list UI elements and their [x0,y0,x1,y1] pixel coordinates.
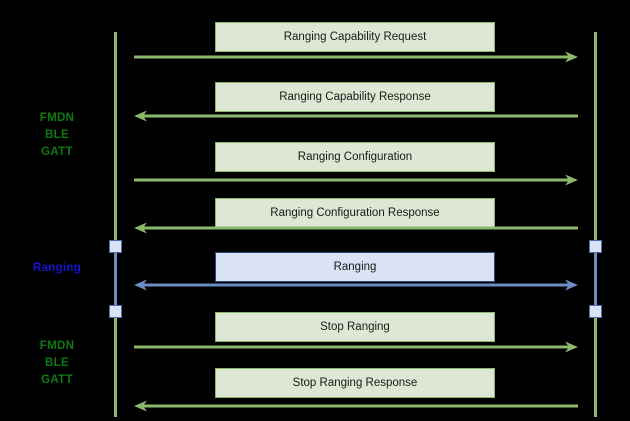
activation-left-end-marker [108,305,122,318]
msg-ranging-configuration-box[interactable]: Ranging Configuration [215,142,495,172]
msg-ranging-configuration-response-box[interactable]: Ranging Configuration Response [215,198,495,228]
phase-label-middle: Ranging [32,262,82,274]
msg-ranging-capability-response-box[interactable]: Ranging Capability Response [215,82,495,112]
phase-label-bottom: FMDN BLE GATT [39,340,75,386]
msg-ranging-capability-response-label: Ranging Capability Response [279,91,431,103]
activation-left-start-marker [108,240,122,253]
msg-ranging-capability-response-arrow [134,110,578,122]
activation-right-end-marker [588,305,602,318]
msg-ranging-box[interactable]: Ranging [215,252,495,282]
msg-stop-ranging-arrow [134,341,578,353]
activation-left-bar [114,240,117,318]
activation-right-bar [594,240,597,318]
msg-ranging-capability-request-label: Ranging Capability Request [283,31,427,43]
msg-ranging-configuration-label: Ranging Configuration [297,151,413,163]
phase-label-top: FMDN BLE GATT [39,112,75,158]
msg-ranging-arrow [134,279,578,291]
msg-stop-ranging-response-label: Stop Ranging Response [292,377,418,389]
msg-ranging-configuration-arrow [134,174,578,186]
msg-ranging-configuration-response-label: Ranging Configuration Response [270,207,440,219]
left-lifeline [114,32,117,417]
msg-stop-ranging-label: Stop Ranging [320,321,390,333]
msg-ranging-label: Ranging [333,261,377,273]
right-lifeline [594,32,597,417]
msg-stop-ranging-box[interactable]: Stop Ranging [215,312,495,342]
activation-right-start-marker [588,240,602,253]
msg-ranging-capability-request-box[interactable]: Ranging Capability Request [215,22,495,52]
msg-stop-ranging-response-box[interactable]: Stop Ranging Response [215,368,495,398]
msg-ranging-configuration-response-arrow [134,222,578,234]
msg-ranging-capability-request-arrow [134,51,578,63]
msg-stop-ranging-response-arrow [134,400,578,412]
